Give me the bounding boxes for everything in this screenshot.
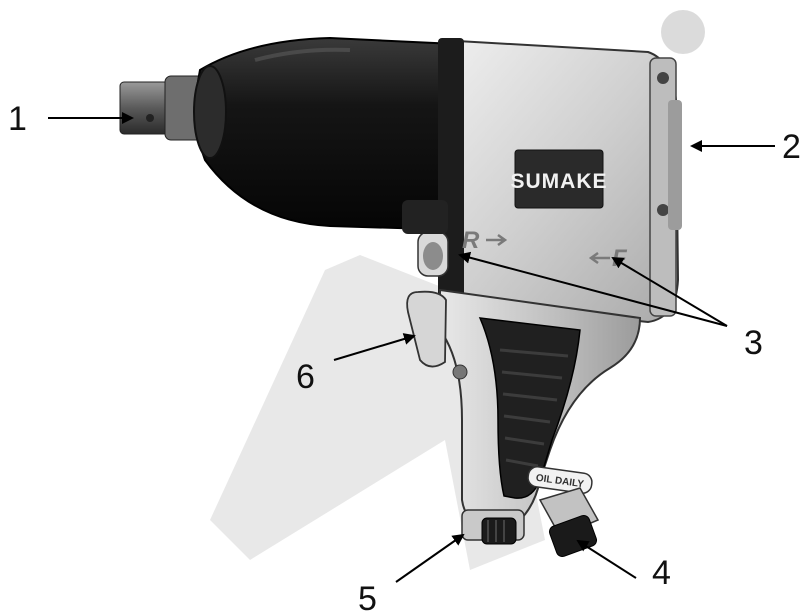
brand-badge: SUMAKE	[510, 149, 607, 209]
oil-daily-tag: OIL DAILY	[527, 466, 593, 494]
callout-label-5: 5	[358, 580, 377, 612]
grip-ribs	[499, 348, 569, 468]
handle-grip	[478, 317, 581, 499]
watermark-dot	[661, 10, 705, 54]
back-cover	[668, 100, 682, 230]
square-drive-anvil	[119, 75, 206, 141]
callout-arrow-4	[576, 539, 637, 579]
callout-labels: 1 2 3 4 5 6	[8, 100, 801, 612]
callout-arrow-5	[395, 533, 465, 583]
reverse-label: R	[462, 227, 480, 254]
forward-arrow-mark	[588, 251, 610, 265]
callout-arrow-3a	[458, 251, 728, 327]
callout-label-2: 2	[782, 128, 801, 166]
callout-arrow-6	[333, 333, 416, 361]
hammer-case	[193, 36, 464, 232]
air-regulator	[461, 509, 525, 545]
trigger	[406, 290, 447, 368]
reverse-arrow-mark	[486, 233, 508, 247]
callout-label-6: 6	[296, 358, 315, 396]
callout-arrow-3b	[611, 256, 728, 327]
callout-label-4: 4	[652, 554, 671, 592]
direction-selector-knob	[402, 200, 449, 277]
callout-arrows	[48, 112, 775, 583]
callout-label-1: 1	[8, 100, 27, 138]
handle	[439, 288, 642, 524]
brand-label: SUMAKE	[510, 170, 607, 193]
handle-screw	[452, 364, 468, 380]
callout-label-3: 3	[744, 324, 763, 362]
